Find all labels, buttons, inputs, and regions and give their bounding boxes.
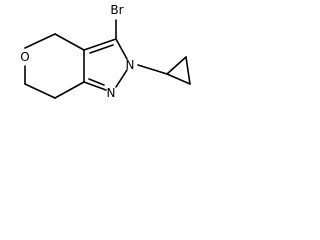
bond-c3a-c3-inner <box>89 44 114 54</box>
nitrogen-n1-label: N <box>107 86 116 100</box>
bond-n2-n1 <box>115 69 128 88</box>
bond-c3-n2 <box>115 38 128 60</box>
oxygen-label: O <box>20 50 29 64</box>
pyran-ring <box>24 33 85 99</box>
bond-c7a-ch2 <box>54 81 85 99</box>
bond-cyclopropyl-a <box>166 56 187 75</box>
bond-n1-c7a-inner <box>88 78 105 86</box>
bond-cyclopropyl-c <box>166 73 191 85</box>
chemical-structure-diagram: Br O N N <box>20 3 191 100</box>
bond-n1-c7a-outer <box>83 81 107 91</box>
bond-ch2-ch2 <box>24 83 56 99</box>
bond-ch2-c3a <box>54 33 85 51</box>
cyclopropyl-group <box>137 56 191 85</box>
bromine-label: Br <box>110 3 123 17</box>
nitrogen-n2-label: N <box>126 58 135 72</box>
bond-cyclopropyl-b <box>185 56 191 85</box>
bond-oxygen-ch2 <box>24 33 56 49</box>
bond-n2-cyclopropyl <box>137 64 168 75</box>
bond-c3a-c3-outer <box>83 38 117 51</box>
pyrazole-ring <box>83 38 128 91</box>
